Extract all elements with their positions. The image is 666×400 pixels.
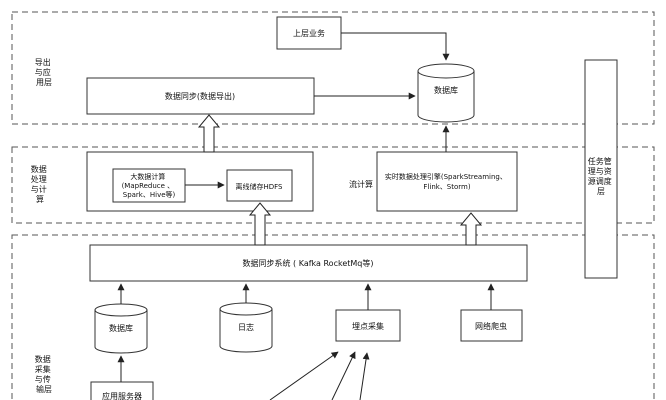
layer-export-apply-frame [11,11,655,125]
data-sync-system-box: 数据同步系统 ( Kafka RocketMq等) [89,244,528,282]
bigdata-compute-box: 大数据计算 (MapReduce 、 Spark、Hive等) [112,168,186,203]
arrow-client-to-tracking-3 [359,352,370,400]
svg-text:网络爬虫: 网络爬虫 [475,321,507,331]
svg-text:实时数据处理引擎(SparkStreaming、: 实时数据处理引擎(SparkStreaming、 Flink、Storm) [385,172,509,191]
tracking-collection-box: 埋点采集 [335,309,401,342]
hollow-arrow-batch-to-export [197,114,221,153]
web-crawler-box: 网络爬虫 [460,309,523,342]
svg-text:上层业务: 上层业务 [293,28,325,38]
svg-text:数据同步系统 ( Kafka RocketMq等): 数据同步系统 ( Kafka RocketMq等) [243,258,374,268]
layer-processing-label: 数据 处理 与计 算 [31,164,50,204]
database-top-cylinder: 数据库 [417,63,475,123]
svg-text:大数据计算 (MapReduce 、: 大数据计算 (MapReduce 、 Spark、Hive等) [122,172,177,199]
svg-text:日志: 日志 [238,322,254,332]
layer-collection-frame [11,234,655,400]
svg-text:任务管 理与资 源调度: 任务管 理与资 源调度 层 [588,156,615,196]
layer-processing-frame [11,146,655,224]
arrow-client-to-tracking-2 [331,351,356,400]
svg-text:数据库: 数据库 [109,323,133,333]
data-sync-export-box: 数据同步(数据导出) [86,77,315,115]
hollow-arrow-sync-to-realtime [459,212,483,246]
layer-collection-label: 数据 采集 与传 输层 [35,354,54,394]
arrow-business-to-db [341,32,450,61]
database-bottom-cylinder: 数据库 [94,303,148,354]
task-scheduling-panel: 任务管 理与资 源调度 层 [584,59,618,279]
stream-compute-label: 流计算 [349,179,373,189]
log-cylinder: 日志 [219,302,273,353]
svg-text:数据同步(数据导出): 数据同步(数据导出) [165,91,235,101]
hollow-arrow-sync-to-hdfs [248,202,272,246]
layer-export-apply-label: 导出 与应 用层 [35,57,54,87]
arrow-client-to-tracking-1 [269,351,339,400]
app-server-box: 应用服务器 [90,381,154,400]
svg-text:埋点采集: 埋点采集 [352,321,384,331]
svg-text:离线储存HDFS: 离线储存HDFS [235,182,283,191]
upper-business-box: 上层业务 [276,16,342,50]
svg-text:应用服务器: 应用服务器 [102,391,142,400]
realtime-engine-box: 实时数据处理引擎(SparkStreaming、 Flink、Storm) [376,151,518,212]
offline-hdfs-box: 离线储存HDFS [226,169,293,202]
svg-text:数据库: 数据库 [434,85,458,95]
